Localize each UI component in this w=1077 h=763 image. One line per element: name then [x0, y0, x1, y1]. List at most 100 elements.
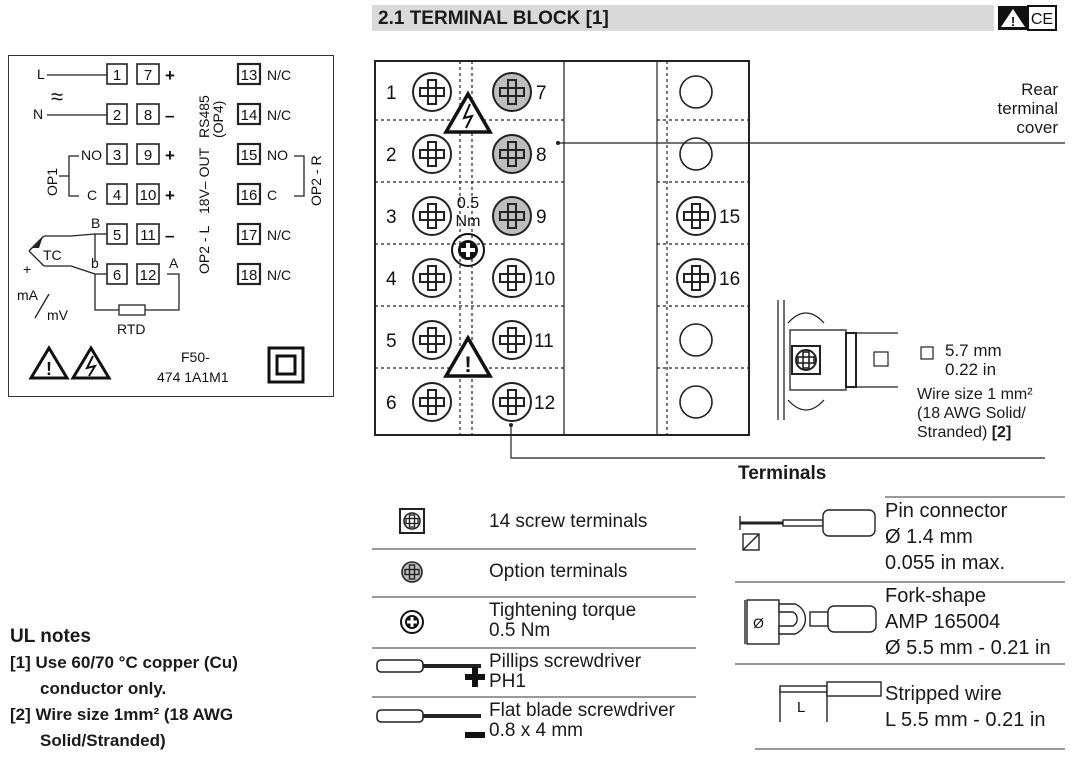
wire-size-note: Wire size 1 mm² (18 AWG Solid/ Stranded)… — [917, 385, 1033, 442]
wire-size-line2: (18 AWG Solid/ — [917, 405, 1026, 422]
terminal-11-label: 11 — [140, 227, 156, 244]
warning-icon: ! — [28, 345, 70, 380]
fork-shape-size: Ø 5.5 mm - 0.21 in — [885, 637, 1051, 659]
ul-notes: UL notes [1] Use 60/70 °C copper (Cu) co… — [10, 624, 238, 754]
terminals-title: Terminals — [738, 463, 827, 484]
nc-13: N/C — [267, 67, 291, 83]
torque-unit: Nm — [456, 213, 481, 230]
wire-size-line3: Stranded) — [917, 424, 988, 441]
terminal-10-label: 10 — [140, 187, 157, 204]
block-num-8: 8 — [536, 145, 547, 166]
rear-cover-line2: terminal — [997, 99, 1058, 118]
double-insulation-icon — [267, 346, 305, 384]
rear-cover-line3: cover — [1016, 118, 1058, 137]
out-18v-label: 18V– OUT — [196, 147, 212, 214]
pin-connector-diameter: Ø 1.4 mm — [885, 526, 973, 548]
terminal-3-label: 3 — [113, 147, 121, 164]
rtd-label: RTD — [117, 321, 146, 337]
legend-flat-label: Flat blade screwdriver — [489, 700, 675, 721]
terminal-9-label: 9 — [144, 147, 152, 164]
wire-dim-in: 0.22 in — [945, 360, 997, 379]
ma-label: mA — [17, 287, 39, 303]
torque-value: 0.5 — [457, 195, 479, 212]
model-line-1: F50- — [181, 349, 210, 365]
fork-shape-part: AMP 165004 — [885, 611, 1001, 633]
legend-flat: Flat blade screwdriver 0.8 x 4 mm — [489, 701, 675, 741]
legend-screw-terminals: 14 screw terminals — [489, 511, 648, 532]
ce-mark: CE — [1031, 11, 1053, 28]
torque-icon — [400, 610, 424, 634]
stripped-l-symbol: L — [797, 699, 805, 716]
terminal-1-label: 1 — [113, 67, 121, 84]
block-num-3: 3 — [386, 207, 397, 228]
section-header-bar: 2.1 TERMINAL BLOCK [1] — [372, 5, 994, 31]
block-hazard-icon-bottom: ! — [442, 334, 494, 378]
sign-minus-11: – — [165, 226, 174, 245]
wiring-diagram-panel: 1 2 3 4 5 6 7 8 9 10 11 12 13 14 15 16 1… — [8, 55, 334, 397]
svg-text:!: ! — [46, 359, 52, 379]
terminal-12-label: 12 — [140, 267, 157, 284]
fork-dim-symbol: Ø — [753, 615, 764, 631]
ul-notes-title: UL notes — [10, 626, 91, 647]
svg-text:!: ! — [464, 352, 471, 377]
op1-c-label: C — [87, 187, 97, 203]
sign-plus-10: + — [165, 186, 175, 205]
block-num-5: 5 — [386, 331, 397, 352]
legend-option-terminals: Option terminals — [489, 561, 628, 582]
torque-symbol — [451, 233, 485, 267]
op2l-label: OP2 - L — [196, 226, 212, 274]
legend-flat-size: 0.8 x 4 mm — [489, 720, 583, 741]
rear-cover-label: Rear terminal cover — [990, 80, 1058, 137]
ac-symbol: ≈ — [51, 84, 63, 109]
terminal-block-svg: ! 0.5 Nm 1 2 3 4 5 6 7 8 9 10 11 12 15 1… — [374, 60, 750, 436]
terminal-13-label: 13 — [241, 67, 258, 84]
nc-17: N/C — [267, 227, 291, 243]
terminal-16-label: 16 — [241, 187, 258, 204]
block-num-12: 12 — [534, 393, 555, 414]
fork-shape-label: Fork-shape — [885, 585, 987, 607]
certification-marks: ! CE — [998, 5, 1058, 31]
op2r-label: OP2 - R — [308, 155, 324, 206]
screw-column-left — [412, 72, 452, 422]
sign-plus-9: + — [165, 146, 175, 165]
stripped-wire-icon — [779, 681, 882, 722]
stripped-wire-length: L 5.5 mm - 0.21 in — [885, 709, 1046, 731]
legend-phillips-label: Pillips screwdriver — [489, 651, 642, 672]
b-upper-label: B — [91, 215, 100, 231]
ul-note-1-line2: conductor only. — [40, 679, 167, 698]
block-num-9: 9 — [536, 207, 547, 228]
phillips-screwdriver-icon — [376, 659, 485, 687]
leader-lines — [509, 141, 1065, 459]
terminal-7-label: 7 — [144, 67, 152, 84]
pin-connector-text: Pin connector Ø 1.4 mm 0.055 in max. — [885, 498, 1007, 576]
pin-connector-label: Pin connector — [885, 500, 1008, 522]
terminal-8-label: 8 — [144, 107, 152, 124]
legend-torque: Tightening torque 0.5 Nm — [489, 601, 636, 641]
flat-screwdriver-icon — [376, 709, 485, 738]
terminal-column-1-6 — [106, 63, 128, 285]
nc-14: N/C — [267, 107, 291, 123]
rear-cover-line1: Rear — [1021, 80, 1058, 99]
wire-dimension: 5.7 mm 0.22 in — [945, 341, 1002, 379]
fork-shape-icon — [744, 599, 877, 645]
block-num-4: 4 — [386, 269, 397, 290]
terminal-15-label: 15 — [241, 147, 258, 164]
block-num-6: 6 — [386, 393, 397, 414]
pin-connector-max: 0.055 in max. — [885, 552, 1006, 574]
warning-ce-icon: ! CE — [998, 5, 1057, 31]
no-15: NO — [267, 147, 288, 163]
block-num-7: 7 — [536, 83, 547, 104]
legend-phillips-size: PH1 — [489, 671, 526, 692]
rs485-label: RS485 — [196, 95, 212, 138]
screw-column-right — [676, 75, 716, 419]
op1-label: OP1 — [44, 168, 60, 196]
block-num-10: 10 — [534, 269, 555, 290]
line-n-label: N — [33, 106, 43, 122]
model-line-2: 474 1A1M1 — [157, 369, 229, 385]
section-title: 2.1 TERMINAL BLOCK [1] — [378, 8, 609, 29]
wiring-diagram: 1 2 3 4 5 6 7 8 9 10 11 12 13 14 15 16 1… — [17, 62, 324, 385]
b-lower-label: b — [91, 255, 99, 271]
terminal-block-drawing: ! 0.5 Nm 1 2 3 4 5 6 7 8 9 10 11 12 15 1… — [372, 58, 752, 438]
wire-size-line1: Wire size 1 mm² — [917, 386, 1033, 403]
block-num-15: 15 — [719, 207, 740, 228]
